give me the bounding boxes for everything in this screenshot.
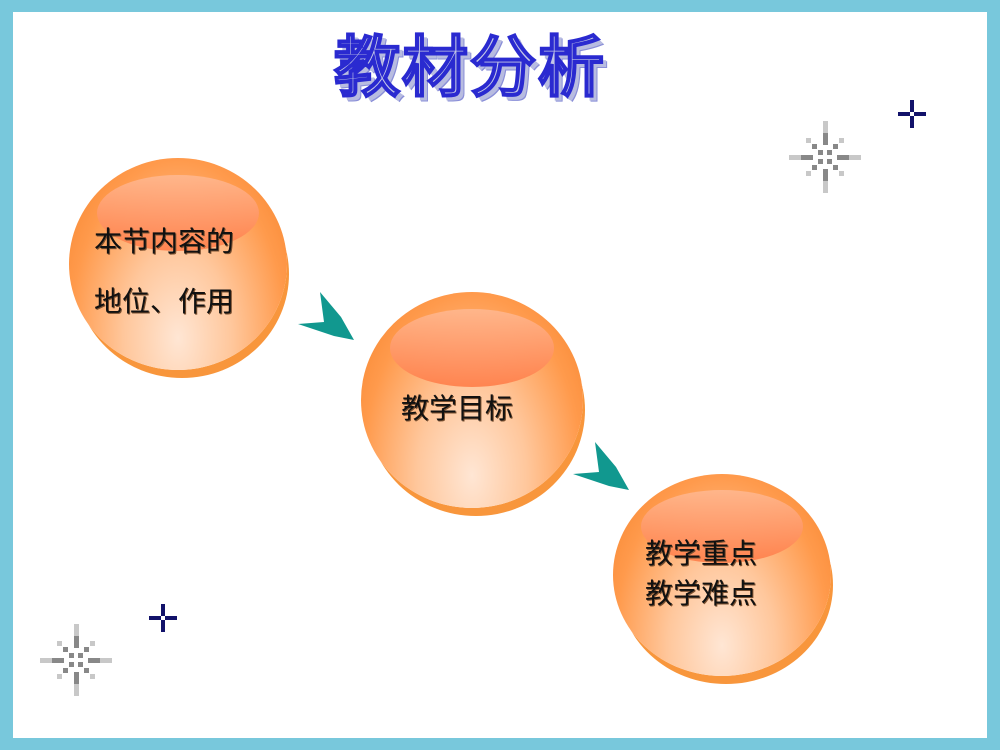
topic-ball-key-difficult-points[interactable]: 教学重点 教学难点: [613, 474, 831, 676]
ball-text-line: 地位、作用: [94, 285, 235, 318]
ball-gloss: [97, 174, 259, 252]
sparkle-icon: [789, 121, 861, 193]
ball-gloss: [389, 309, 555, 388]
cross-star-icon: [898, 100, 926, 128]
chevron-arrow-icon: [298, 292, 354, 340]
topic-ball-teaching-goals[interactable]: 教学目标: [361, 292, 583, 508]
chevron-arrow-icon: [573, 442, 629, 490]
ball-text-line: 教学重点: [645, 537, 758, 570]
ball-text-line: 教学目标: [401, 392, 514, 425]
ball-text-line: 本节内容的: [94, 225, 235, 258]
cross-star-icon: [149, 604, 177, 632]
ball-gloss: [641, 490, 803, 563]
sparkle-icon: [40, 624, 112, 696]
ball-text-line: 教学难点: [645, 577, 758, 610]
topic-ball-position-role[interactable]: 本节内容的 地位、作用: [69, 158, 287, 370]
slide-title: 教材分析: [333, 28, 606, 107]
